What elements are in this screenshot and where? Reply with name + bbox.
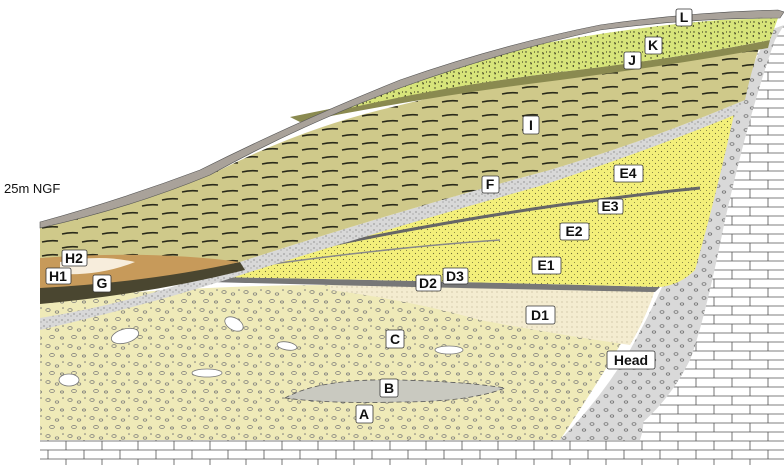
label-I: I [523,116,539,134]
svg-text:K: K [648,37,658,53]
svg-text:E4: E4 [619,165,636,181]
svg-text:E2: E2 [565,223,582,239]
label-G: G [93,275,111,292]
label-K: K [645,37,662,54]
svg-text:G: G [97,275,108,291]
svg-text:L: L [680,9,689,25]
svg-text:C: C [390,331,400,347]
svg-text:D2: D2 [419,275,437,291]
svg-text:Head: Head [614,352,648,368]
label-B: B [380,379,398,397]
label-E2: E2 [560,223,589,240]
label-D1: D1 [526,306,555,324]
svg-text:E3: E3 [601,198,618,214]
svg-text:H1: H1 [49,268,67,284]
label-E3: E3 [598,198,623,214]
label-L: L [676,9,692,26]
label-D2: D2 [416,275,441,291]
svg-text:H2: H2 [65,250,83,266]
svg-text:D3: D3 [446,268,464,284]
label-A: A [356,405,373,423]
svg-text:I: I [529,117,533,133]
svg-text:D1: D1 [531,307,549,323]
label-E4: E4 [614,165,643,182]
svg-text:B: B [384,380,394,396]
label-Head: Head [607,351,655,369]
elevation-label: 25m NGF [4,181,60,196]
label-D3: D3 [443,268,468,284]
label-H2: H2 [62,250,87,266]
label-C: C [386,330,404,348]
svg-text:A: A [359,406,369,422]
svg-text:F: F [486,176,495,192]
label-H1: H1 [46,268,71,284]
svg-text:J: J [628,52,636,68]
label-F: F [482,176,499,193]
label-J: J [624,52,641,69]
bedrock-base [40,440,784,465]
svg-text:E1: E1 [537,257,554,273]
label-E1: E1 [532,257,561,274]
